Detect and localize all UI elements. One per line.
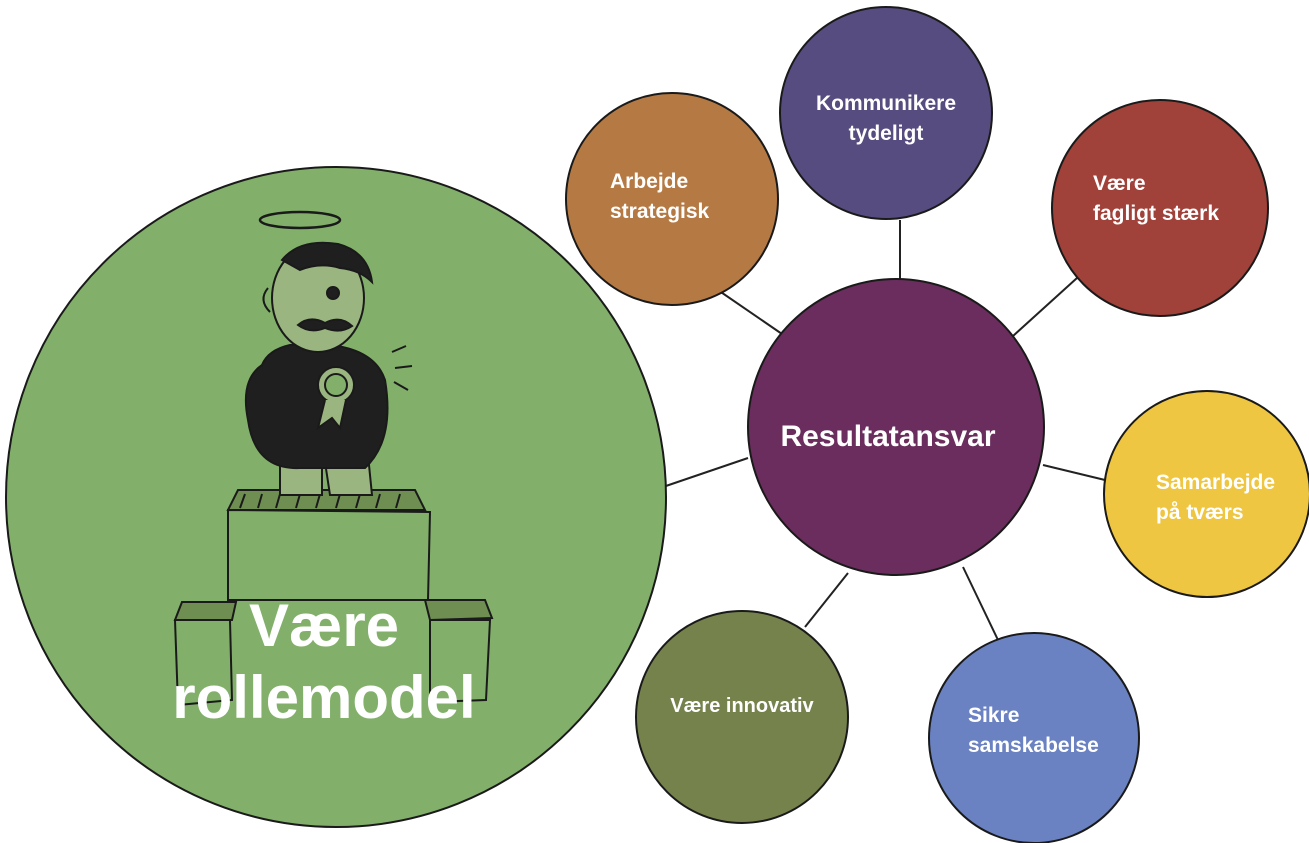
focus-node: Være rollemodel — [5, 166, 667, 828]
center-node: Resultatansvar — [747, 278, 1045, 576]
connector-vaere-innovativ — [804, 572, 849, 628]
satellite-circle — [565, 92, 779, 306]
satellite-arbejde-strategisk: Arbejde strategisk — [565, 92, 779, 306]
satellite-kommunikere-tydeligt: Kommunikere tydeligt — [779, 6, 993, 220]
satellite-label: Være — [1093, 172, 1146, 195]
connector-rollemodel — [659, 457, 749, 489]
satellite-label: strategisk — [610, 200, 710, 223]
satellite-label: tydeligt — [849, 122, 924, 145]
satellite-circle — [635, 610, 849, 824]
center-circle — [747, 278, 1045, 576]
center-label: Resultatansvar — [780, 420, 995, 453]
connectors — [659, 220, 1106, 641]
connector-vaere-fagligt-staerk — [1012, 277, 1078, 337]
satellite-label: på tværs — [1156, 501, 1244, 524]
satellite-vaere-innovativ: Være innovativ — [635, 610, 849, 824]
satellite-sikre-samskabelse: Sikre samskabelse — [928, 632, 1140, 843]
satellite-label: Være innovativ — [670, 695, 814, 717]
satellite-label: Kommunikere — [816, 92, 956, 115]
connector-samarbejde-paa-tvaers — [1042, 464, 1106, 481]
focus-label-line2: rollemodel — [172, 664, 475, 731]
podium-character-icon — [173, 210, 494, 707]
satellite-circle — [928, 632, 1140, 843]
satellite-label: fagligt stærk — [1093, 202, 1219, 225]
satellite-label: samskabelse — [968, 734, 1099, 757]
focus-label-line1: Være — [249, 592, 399, 659]
satellite-label: Arbejde — [610, 170, 688, 193]
satellite-label: Sikre — [968, 704, 1019, 727]
satellite-vaere-fagligt-staerk: Være fagligt stærk — [1051, 99, 1269, 317]
satellite-circle — [1103, 390, 1309, 598]
satellite-samarbejde-paa-tvaers: Samarbejde på tværs — [1103, 390, 1309, 598]
connector-sikre-samskabelse — [962, 566, 999, 641]
connector-arbejde-strategisk — [714, 287, 783, 335]
satellite-circle — [779, 6, 993, 220]
satellite-circle — [1051, 99, 1269, 317]
satellite-label: Samarbejde — [1156, 471, 1275, 494]
